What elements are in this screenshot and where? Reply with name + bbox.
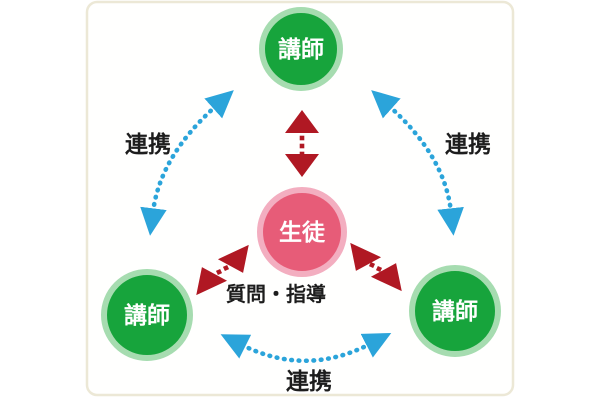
node-student: 生徒: [257, 187, 347, 277]
qa-arrow-right: [350, 242, 402, 292]
collaboration-label-right: 連携: [445, 131, 491, 158]
node-instructor-bottom-right: 講師: [409, 265, 501, 357]
qa-arrow-left: [196, 244, 249, 296]
student-circle: [257, 187, 347, 277]
student-label: 生徒: [279, 219, 326, 246]
collaboration-arrow-left: [140, 90, 234, 236]
collaboration-arrow-right: [371, 90, 464, 236]
collaboration-label-left: 連携: [125, 131, 171, 158]
instructor-circle: [259, 7, 343, 91]
collaboration-arrow-bottom: [220, 333, 392, 364]
qa-arrow-top: [285, 110, 319, 177]
node-instructor-top: 講師: [259, 7, 343, 91]
instructor-top-label: 講師: [278, 36, 324, 63]
instructor-circle: [101, 269, 193, 361]
instructor-bottom-left-label: 講師: [124, 302, 170, 329]
instructor-circle: [409, 265, 501, 357]
instructor-bottom-right-label: 講師: [432, 298, 478, 325]
question-guidance-label: 質問・指導: [226, 282, 326, 306]
collaboration-label-bottom: 連携: [286, 368, 332, 395]
node-instructor-bottom-left: 講師: [101, 269, 193, 361]
